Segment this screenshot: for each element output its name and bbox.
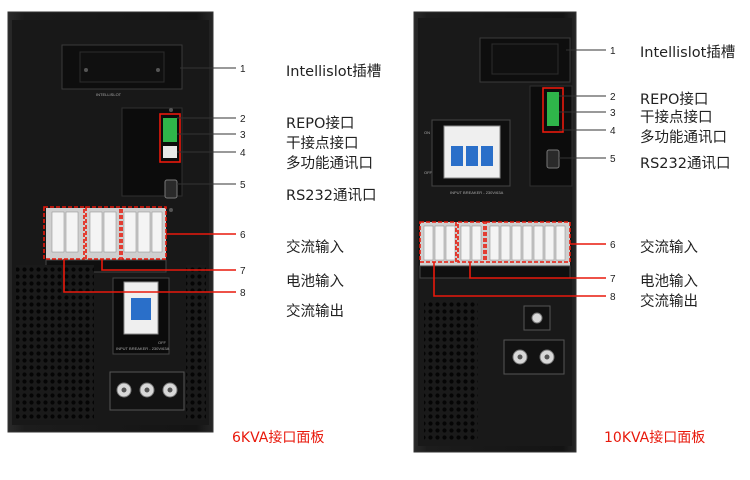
right-callout-labels: 1 2 3 4 5 6 7 8 Intellislot插槽 REPO接口 干接点…: [610, 44, 735, 310]
right-label-num-1: 1: [610, 46, 616, 57]
left-label-num-4: 4: [240, 148, 246, 159]
right-label-rs232: RS232通讯口: [640, 155, 730, 172]
right-output-terminals: [512, 349, 555, 365]
left-label-battery-input: 电池输入: [286, 273, 344, 290]
right-terminals: [423, 225, 566, 261]
right-callout-box-ac-output: [485, 221, 571, 263]
left-callout-box-battery: [85, 206, 121, 260]
right-label-repo: REPO接口: [640, 91, 708, 108]
left-label-num-3: 3: [240, 130, 246, 141]
right-label-multi-comm: 多功能通讯口: [640, 129, 727, 146]
right-breaker-toggle-3[interactable]: [481, 146, 493, 166]
left-terminal-connector: [163, 118, 177, 142]
left-label-repo: REPO接口: [286, 115, 354, 132]
right-label-num-4: 4: [610, 126, 616, 137]
left-label-num-5: 5: [240, 180, 246, 191]
right-callout-box-ac-input: [419, 221, 457, 263]
right-breaker-toggle-2[interactable]: [466, 146, 478, 166]
left-label-rs232: RS232通讯口: [286, 187, 376, 204]
right-intellislot-plate: [491, 43, 559, 75]
right-label-ac-output: 交流输出: [640, 292, 698, 310]
left-breaker-text: INPUT BREAKER - 230V/63A: [116, 346, 170, 351]
left-label-num-1: 1: [240, 64, 246, 75]
left-vent-grille: [16, 265, 94, 420]
screw-icon: [84, 68, 88, 72]
right-breaker-toggle-1[interactable]: [451, 146, 463, 166]
right-terminal-connector: [547, 92, 559, 126]
right-label-dry-contact: 干接点接口: [640, 109, 713, 126]
left-callout-labels: 1 2 3 4 5 6 7 8 Intellislot插槽 REPO接口 干接点…: [240, 63, 381, 320]
left-label-dry-contact: 干接点接口: [286, 135, 359, 152]
left-callout-box-comm: [159, 113, 181, 163]
right-breaker-text: INPUT BREAKER - 230V/63A: [450, 190, 504, 195]
left-leader-lines: [63, 67, 236, 293]
left-label-num-8: 8: [240, 288, 246, 299]
left-breaker-toggle[interactable]: [131, 298, 151, 320]
right-label-intellislot: Intellislot插槽: [640, 44, 735, 61]
right-callout-box-comm: [542, 87, 564, 133]
left-breaker[interactable]: [123, 281, 159, 335]
right-label-num-5: 5: [610, 154, 616, 165]
left-terminals: [51, 211, 163, 253]
left-off-text: OFF: [158, 340, 167, 345]
left-callout-box-ac-output: [121, 206, 167, 260]
right-label-battery-input: 电池输入: [640, 273, 698, 290]
left-output-terminals: [116, 382, 178, 398]
screw-icon: [169, 208, 173, 212]
right-leader-lines: [433, 49, 606, 297]
right-label-num-3: 3: [610, 108, 616, 119]
left-label-ac-input: 交流输入: [286, 238, 344, 256]
left-rs232-port: [164, 179, 178, 199]
left-caption: 6KVA接口面板: [232, 429, 324, 446]
left-label-num-2: 2: [240, 114, 246, 125]
screw-icon: [156, 68, 160, 72]
right-callout-box-battery: [457, 221, 485, 263]
right-output-socket-knob: [531, 312, 543, 324]
left-label-multi-comm: 多功能通讯口: [286, 155, 373, 172]
right-rs232-port: [546, 149, 560, 169]
right-on-text: ON: [424, 130, 430, 135]
right-off-text: OFF: [424, 170, 433, 175]
right-label-num-8: 8: [610, 292, 616, 303]
left-vent-grille-right: [186, 265, 206, 420]
left-ups-unit: INTELLISLOT INPUT BREAKER - 230V/63A OFF: [7, 11, 214, 433]
left-label-ac-output: 交流输出: [286, 302, 344, 320]
right-label-num-7: 7: [610, 274, 616, 285]
left-intellislot-plate: [79, 51, 165, 83]
right-terminal-base: [419, 265, 571, 279]
right-label-num-6: 6: [610, 240, 616, 251]
left-multi-port: [163, 146, 177, 158]
screw-icon: [169, 108, 173, 112]
left-label-num-7: 7: [240, 266, 246, 277]
right-ups-unit: ON OFF INPUT BREAKER - 230V/63A: [413, 11, 577, 453]
right-label-ac-input: 交流输入: [640, 238, 698, 256]
right-label-num-2: 2: [610, 92, 616, 103]
left-label-num-6: 6: [240, 230, 246, 241]
left-label-intellislot: Intellislot插槽: [286, 63, 381, 80]
right-caption: 10KVA接口面板: [604, 429, 705, 446]
left-slot-text: INTELLISLOT: [96, 92, 122, 97]
right-vent-grille: [424, 300, 478, 440]
